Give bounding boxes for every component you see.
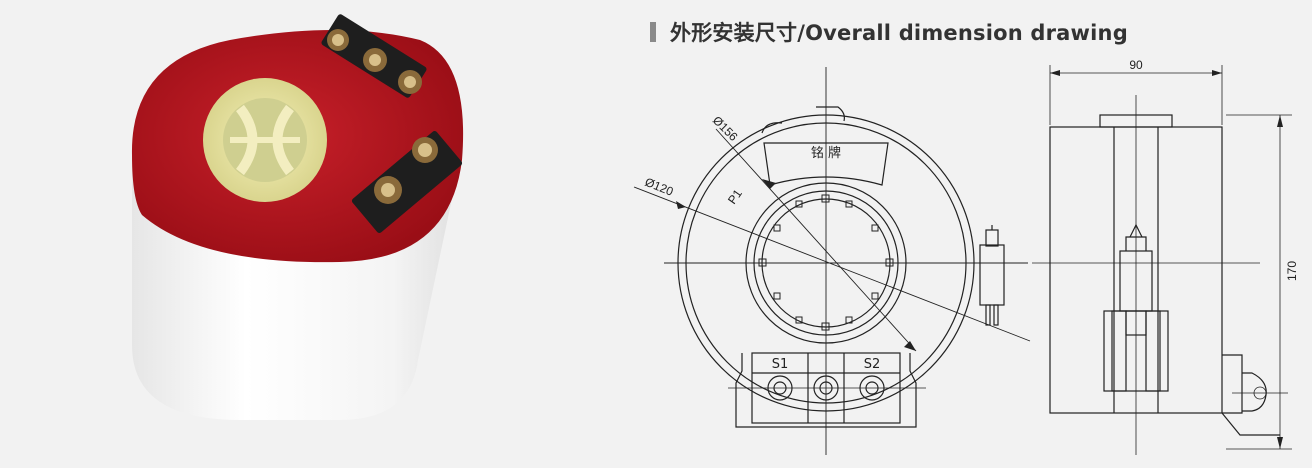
terminal-box bbox=[728, 352, 926, 428]
inner-notches bbox=[758, 194, 894, 331]
front-view: 铭 牌 bbox=[633, 67, 1031, 455]
side-connector bbox=[979, 225, 1005, 326]
product-photo bbox=[131, 14, 464, 420]
section-header: 外形安装尺寸/Overall dimension drawing bbox=[650, 18, 1128, 46]
dim-height-label: 170 bbox=[1285, 261, 1299, 281]
terminal-s2-label: S2 bbox=[864, 357, 881, 372]
leader-dia-120 bbox=[633, 186, 1031, 342]
inner-window bbox=[745, 182, 907, 344]
terminal-screws-top bbox=[327, 29, 422, 94]
title-marker bbox=[650, 22, 656, 42]
outer-housing bbox=[677, 114, 975, 412]
dimension-drawing: 铭 牌 bbox=[633, 58, 1299, 455]
terminal-screws-bottom bbox=[374, 137, 438, 204]
leader-dia-156 bbox=[715, 128, 917, 352]
label-p1: P1 bbox=[725, 186, 745, 206]
dim-dia-120: Ø120 bbox=[643, 175, 676, 199]
side-view: 90 bbox=[1032, 58, 1299, 455]
dim-width-label: 90 bbox=[1129, 58, 1143, 72]
terminal-s1-label: S1 bbox=[772, 357, 789, 372]
section-title: 外形安装尺寸/Overall dimension drawing bbox=[670, 21, 1128, 45]
nameplate-label: 铭 牌 bbox=[811, 145, 841, 161]
